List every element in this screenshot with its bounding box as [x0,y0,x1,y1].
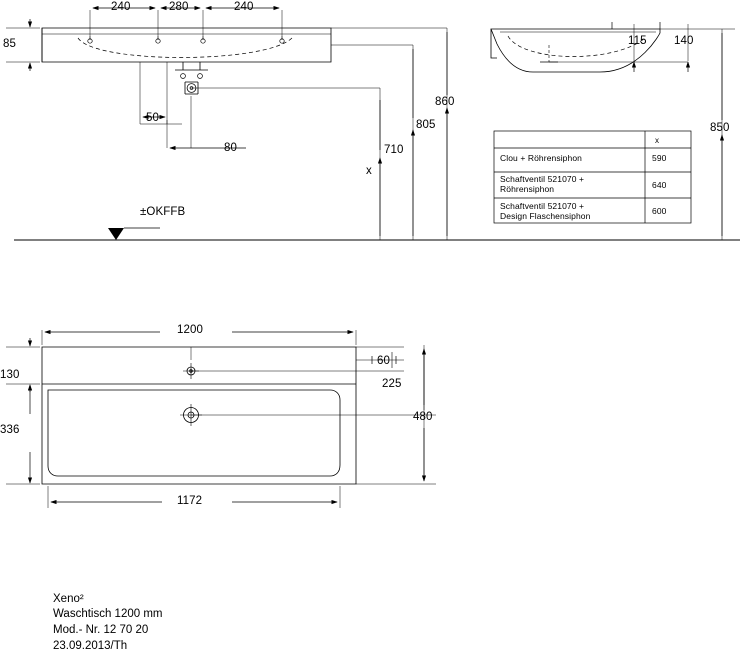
dim-label-115: 115 [628,35,647,47]
dim-85 [6,19,40,71]
table-row-0-label: Clou + Röhrensiphon [500,153,582,163]
dim-vertical-group [14,27,740,241]
elevation-view [41,27,332,95]
dim-label-850: 850 [710,122,730,134]
table-row-0-x: 590 [652,153,667,163]
table-row-1-x: 640 [652,180,667,190]
dim-label-1200: 1200 [177,324,203,336]
dim-label-130: 130 [0,369,20,381]
variant-table-grid [493,130,692,224]
dim-label-480: 480 [413,411,433,423]
dim-label-225: 225 [382,378,402,390]
section-view [490,28,661,73]
dim-side-group [549,22,735,240]
top-dimension-chain [89,5,283,36]
dim-label-1172: 1172 [177,495,203,507]
table-header-x: x [655,136,660,145]
caption-line-2: Waschtisch 1200 mm [53,608,163,620]
dim-label-336: 336 [0,424,20,436]
dim-label-85: 85 [3,38,16,50]
caption-line-3: Mod.- Nr. 12 70 20 [53,624,149,636]
dim-label-860: 860 [435,96,455,108]
plan-view [41,346,357,485]
dim-80 [166,96,246,151]
dim-label-x-marker: x [366,165,372,177]
dim-label-50: 50 [146,112,159,124]
dim-label-710: 710 [384,144,404,156]
table-row-1-label: Schaftventil 521070 + Röhrensiphon [500,174,585,194]
dim-label-140: 140 [674,35,694,47]
dim-label-80: 80 [224,142,237,154]
dim-label-280: 280 [169,1,189,13]
dim-50 [139,62,182,125]
dim-label-240-left: 240 [111,1,131,13]
caption-line-4: 23.09.2013/Th [53,640,128,652]
caption-line-1: Xeno² [53,593,84,605]
table-row-2-x: 600 [652,206,667,216]
dim-label-805: 805 [416,119,436,131]
plan-dimension-group [6,329,436,508]
table-row-2-label: Schaftventil 521070 + Design Flaschensip… [500,201,591,221]
dim-label-240-right: 240 [234,1,254,13]
floor-level-label: ±OKFFB [140,206,186,218]
dim-label-60: 60 [377,355,390,367]
